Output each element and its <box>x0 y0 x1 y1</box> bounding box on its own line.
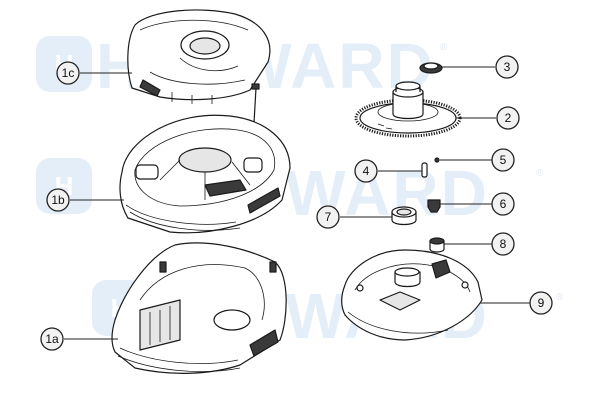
part-1c-top-cover <box>127 9 271 104</box>
part-4-pin <box>421 162 428 178</box>
callout-1b: 1b <box>46 188 70 212</box>
callout-6: 6 <box>491 192 515 216</box>
svg-text:6: 6 <box>500 197 507 211</box>
callout-1a: 1a <box>40 327 64 351</box>
svg-text:7: 7 <box>325 210 332 224</box>
part-6-fitting <box>427 199 441 213</box>
callout-1c: 1c <box>56 61 80 85</box>
part-9-housing <box>341 249 483 341</box>
watermark-registered: ® <box>536 168 544 179</box>
watermark-registered: ® <box>556 292 564 303</box>
callout-2: 2 <box>496 106 520 130</box>
part-1a-bottom-base <box>111 242 287 374</box>
callout-4: 4 <box>354 159 378 183</box>
part-3-cap <box>419 62 443 74</box>
svg-text:9: 9 <box>538 296 545 310</box>
part-1b-middle-body <box>119 114 291 234</box>
part-7-bushing <box>391 206 417 226</box>
part-5-clip <box>434 157 440 163</box>
svg-text:1a: 1a <box>45 332 59 346</box>
svg-text:8: 8 <box>500 237 507 251</box>
svg-text:2: 2 <box>505 111 512 125</box>
svg-text:4: 4 <box>363 164 370 178</box>
callout-8: 8 <box>491 232 515 256</box>
callout-5: 5 <box>491 148 515 172</box>
callout-3: 3 <box>495 55 519 79</box>
watermark-registered: ® <box>440 42 448 53</box>
svg-text:3: 3 <box>504 60 511 74</box>
svg-text:1c: 1c <box>62 66 75 80</box>
part-8-bushing <box>429 237 445 253</box>
callout-9: 9 <box>529 291 553 315</box>
callout-7: 7 <box>316 205 340 229</box>
svg-text:1b: 1b <box>51 193 65 207</box>
svg-text:5: 5 <box>500 153 507 167</box>
